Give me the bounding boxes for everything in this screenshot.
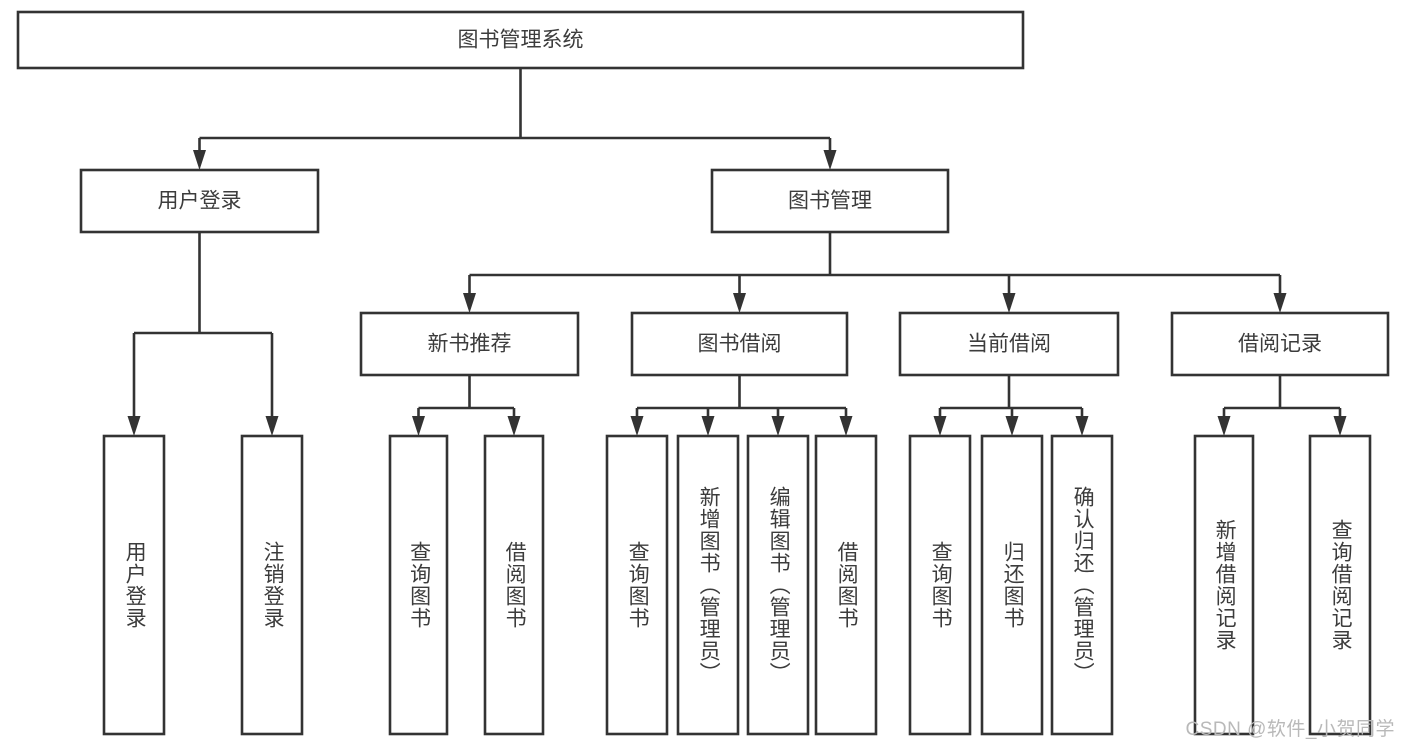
node-box-leaf-bo-add[interactable] (676, 434, 740, 736)
node-leaf-bo-borrow[interactable] (814, 434, 878, 736)
node-box-newbook[interactable] (359, 311, 580, 377)
watermark-text: CSDN @软件_小贺同学 (1185, 719, 1395, 740)
node-leaf-bo-query[interactable] (605, 434, 669, 736)
node-borrow[interactable]: 图书借阅 (630, 311, 849, 377)
node-label-borrow: 图书借阅 (698, 333, 782, 356)
arrow-head-icon (630, 416, 644, 436)
edge-group-borrow (630, 375, 853, 436)
arrow-head-icon (265, 416, 279, 436)
node-box-leaf-cu-return[interactable] (980, 434, 1044, 736)
node-label-records: 借阅记录 (1238, 333, 1322, 356)
node-label-login: 用户登录 (158, 190, 242, 213)
node-box-leaf-re-query[interactable] (1308, 434, 1372, 736)
node-leaf-bo-edit[interactable] (746, 434, 810, 736)
node-box-leaf-cu-query[interactable] (908, 434, 972, 736)
node-bookmgmt[interactable]: 图书管理 (710, 168, 950, 234)
node-box-borrow[interactable] (630, 311, 849, 377)
arrow-head-icon (733, 293, 746, 313)
node-root[interactable]: 图书管理系统 (16, 10, 1025, 70)
arrow-head-icon (127, 416, 141, 436)
node-leaf-nb-borrow[interactable] (483, 434, 545, 736)
arrow-head-icon (1217, 416, 1231, 436)
node-box-login[interactable] (79, 168, 320, 234)
node-box-leaf-cu-confirm[interactable] (1050, 434, 1114, 736)
arrow-head-icon (1333, 416, 1347, 436)
node-box-leaf-re-add[interactable] (1193, 434, 1255, 736)
edge-group-login (127, 232, 279, 436)
node-label-newbook: 新书推荐 (428, 333, 512, 356)
arrow-head-icon (463, 293, 476, 313)
node-box-leaf-bo-edit[interactable] (746, 434, 810, 736)
node-leaf-cu-query[interactable] (908, 434, 972, 736)
node-box-leaf-user-login[interactable] (102, 434, 166, 736)
node-current[interactable]: 当前借阅 (898, 311, 1120, 377)
node-box-root[interactable] (16, 10, 1025, 70)
arrow-head-icon (1005, 416, 1019, 436)
node-box-leaf-bo-borrow[interactable] (814, 434, 878, 736)
node-box-bookmgmt[interactable] (710, 168, 950, 234)
arrow-head-icon (412, 416, 425, 436)
arrow-head-icon (193, 150, 206, 170)
edge-group-bookmgmt (463, 232, 1287, 313)
node-leaf-bo-add[interactable] (676, 434, 740, 736)
arrow-head-icon (839, 416, 853, 436)
node-leaf-cu-return[interactable] (980, 434, 1044, 736)
node-box-leaf-user-logout[interactable] (240, 434, 304, 736)
node-leaf-nb-query[interactable] (388, 434, 449, 736)
edge-group-current (933, 375, 1089, 436)
arrow-head-icon (771, 416, 785, 436)
edge-group-records (1217, 375, 1347, 436)
arrow-head-icon (823, 150, 837, 170)
node-newbook[interactable]: 新书推荐 (359, 311, 580, 377)
node-label-bookmgmt: 图书管理 (788, 190, 872, 213)
node-box-leaf-nb-borrow[interactable] (483, 434, 545, 736)
node-leaf-re-query[interactable] (1308, 434, 1372, 736)
arrow-head-icon (933, 416, 947, 436)
node-leaf-cu-confirm[interactable] (1050, 434, 1114, 736)
node-login[interactable]: 用户登录 (79, 168, 320, 234)
node-leaf-re-add[interactable] (1193, 434, 1255, 736)
node-box-current[interactable] (898, 311, 1120, 377)
arrow-head-icon (701, 416, 715, 436)
node-records[interactable]: 借阅记录 (1170, 311, 1390, 377)
node-label-root: 图书管理系统 (458, 29, 584, 52)
edge-group-newbook (412, 375, 521, 436)
edge-group-root (193, 68, 837, 170)
arrow-head-icon (1273, 293, 1287, 313)
node-box-records[interactable] (1170, 311, 1390, 377)
arrow-head-icon (507, 416, 521, 436)
node-leaf-user-logout[interactable] (240, 434, 304, 736)
node-leaf-user-login[interactable] (102, 434, 166, 736)
arrow-head-icon (1002, 293, 1016, 313)
edge-layer (127, 68, 1347, 436)
node-label-current: 当前借阅 (967, 333, 1051, 356)
node-box-leaf-nb-query[interactable] (388, 434, 449, 736)
arrow-head-icon (1075, 416, 1089, 436)
node-box-leaf-bo-query[interactable] (605, 434, 669, 736)
